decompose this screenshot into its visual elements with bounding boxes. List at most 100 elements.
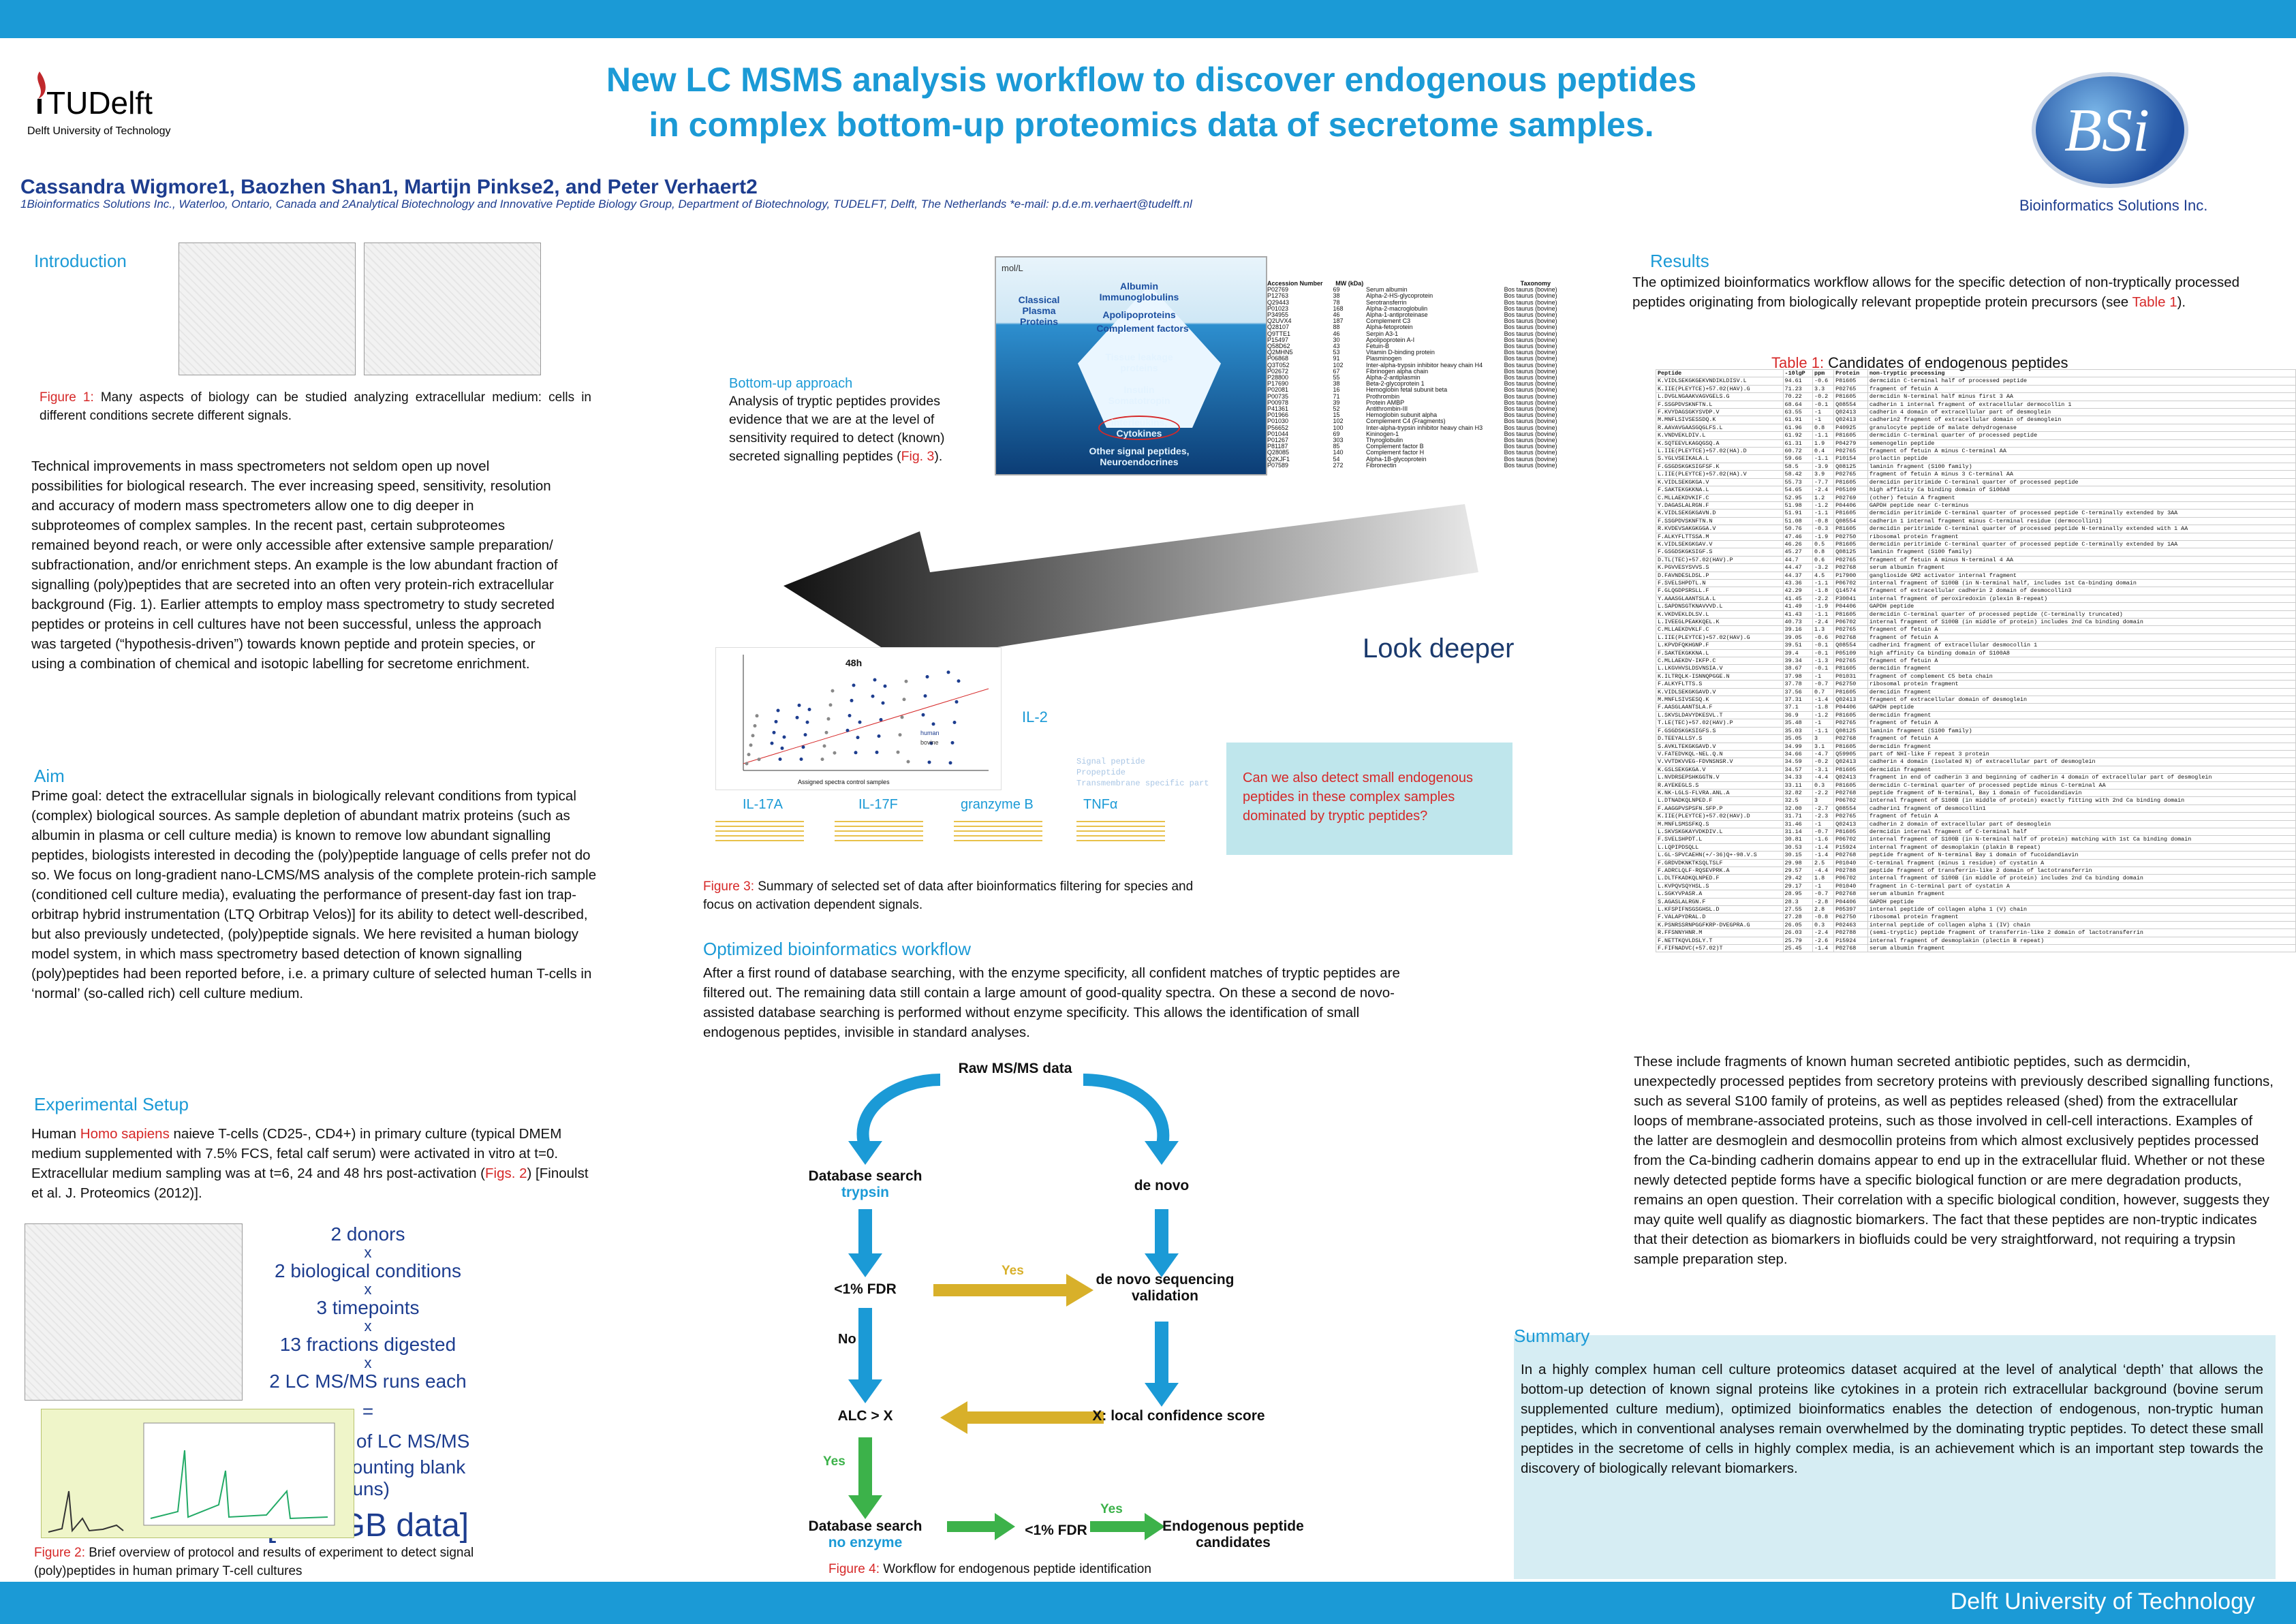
table-cell: -1.1 <box>1812 578 1835 588</box>
protein-cell: 30 <box>1333 336 1340 343</box>
table-cell: P04406 <box>1833 501 1868 510</box>
scatter-point <box>854 751 858 755</box>
table-cell: fragment in end of cadherin 3 and beginn… <box>1867 773 2296 782</box>
table-cell: 0.8 <box>1812 548 1835 557</box>
scatter-point <box>824 730 828 734</box>
table-cell: P02788 <box>1833 928 1868 937</box>
table-cell: P81605 <box>1833 781 1868 790</box>
il17a-coverage <box>715 817 804 845</box>
table-cell: L.DVGLNGAAKVAGVGELS.G <box>1656 392 1784 401</box>
table-cell: P04406 <box>1833 703 1868 712</box>
table-cell: -1.3 <box>1812 657 1835 666</box>
table-cell: P06702 <box>1833 578 1868 588</box>
table-cell: -2.4 <box>1812 486 1835 495</box>
table-cell: 0.7 <box>1812 687 1835 697</box>
title-line-1: New LC MSMS analysis workflow to discove… <box>606 61 1697 99</box>
protein-cell: Bos taurus (bovine) <box>1504 324 1557 331</box>
scatter-point <box>772 730 776 734</box>
table-cell: P02768 <box>1833 890 1868 899</box>
authors: Cassandra Wigmore1, Baozhen Shan1, Marti… <box>20 176 758 198</box>
question-text: Can we also detect small endogenous pept… <box>1243 770 1473 824</box>
summary-heading: Summary <box>1514 1326 1590 1346</box>
table-cell: laminin fragment (S100 family) <box>1867 726 2296 736</box>
table-cell: 55.73 <box>1782 478 1814 487</box>
protein-cell: P02769 <box>1267 286 1289 294</box>
table-cell: F.NETTKQVLDSLY.T <box>1656 936 1784 946</box>
scatter-point <box>799 758 803 761</box>
protein-cell: P06868 <box>1267 355 1289 362</box>
protein-cell: Serotransferrin <box>1366 298 1407 306</box>
table-cell: F.GSGDSKGKSIGF.S <box>1656 548 1784 557</box>
legend-human: human <box>920 730 940 736</box>
table-cell: peptide fragment of N-terminal Bay 1 dom… <box>1867 851 2296 860</box>
table-cell: -1.4 <box>1812 944 1835 953</box>
table-cell: 39.4 <box>1782 649 1814 658</box>
scatter-point <box>929 741 933 745</box>
table-cell: P05109 <box>1833 486 1868 495</box>
tud-subtitle: Delft University of Technology <box>27 125 171 137</box>
bottomup-end: ). <box>934 449 943 464</box>
times-sign: x <box>364 1244 372 1261</box>
bottomup-text: Analysis of tryptic peptides provides ev… <box>729 394 945 464</box>
table-cell: 41.49 <box>1782 602 1814 611</box>
yes-label-2: Yes <box>823 1454 846 1469</box>
table-cell: -1.4 <box>1812 851 1835 860</box>
table-cell: R.AYEKEGLS.S <box>1656 781 1784 790</box>
il17a-label: IL-17A <box>743 797 783 812</box>
protein-cell: P41361 <box>1267 405 1289 413</box>
intro-body: Technical improvements in mass spectrome… <box>31 458 558 672</box>
table-cell: internal fragment of peroxiredoxin (plex… <box>1867 594 2296 604</box>
table-cell: P02769 <box>1833 493 1868 502</box>
table-cell: -2.2 <box>1812 594 1835 604</box>
table-cell: K.IIE(PLEYTCE)+57.02(HAV).G <box>1656 384 1784 394</box>
protein-cell: 69 <box>1333 430 1340 437</box>
table-cell: F.ALKYFLTTSSA.M <box>1656 532 1784 541</box>
table-cell: fragment of fetuin A <box>1867 633 2296 642</box>
protein-cell: 303 <box>1333 437 1344 444</box>
table-cell: Y.AAASGLAANTSLA.L <box>1656 594 1784 604</box>
table-cell: 70.22 <box>1782 392 1814 401</box>
table-cell: P81605 <box>1833 664 1868 673</box>
protein-cell: Protein AMBP <box>1366 399 1405 406</box>
poster-title: New LC MSMS analysis workflow to discove… <box>504 57 1799 147</box>
scatter-point <box>925 675 929 678</box>
node-denovo-validation: de novo sequencing validation <box>1096 1272 1235 1304</box>
table-cell: 44.37 <box>1782 571 1814 580</box>
table-cell: 45.27 <box>1782 548 1814 557</box>
protein-cell: Bos taurus (bovine) <box>1504 461 1557 469</box>
table-cell: 4.5 <box>1812 571 1835 580</box>
scatter-point <box>780 746 784 750</box>
title-line-2: in complex bottom-up proteomics data of … <box>649 106 1654 144</box>
table-cell: -0.7 <box>1812 827 1835 837</box>
table-cell: 94.61 <box>1782 377 1814 386</box>
tud-name: TUDelft <box>46 85 153 121</box>
table-cell: P04406 <box>1833 897 1868 907</box>
table-cell: Q02413 <box>1833 758 1868 766</box>
protein-cell: P02672 <box>1267 367 1289 375</box>
protein-cell: 187 <box>1333 317 1344 325</box>
table-cell: K.VIDLSEKGKGAVD.V <box>1656 687 1784 697</box>
footer-text: Delft University of Technology <box>1950 1589 2255 1614</box>
table-cell: 25.45 <box>1782 944 1814 953</box>
scatter-point <box>778 758 782 762</box>
table-cell: cadherin 1 internal fragment of extracel… <box>1867 400 2296 409</box>
legend-bovine: bovine <box>920 739 939 746</box>
aim-heading: Aim <box>34 766 65 786</box>
table-cell: L.LQPIPDSQLL <box>1656 843 1784 852</box>
scatter-point <box>904 679 908 683</box>
table-cell: 37.56 <box>1782 687 1814 697</box>
col-mw: MW (kDa) <box>1335 280 1364 287</box>
protein-cell: 46 <box>1333 311 1340 319</box>
runs-line: 2 LC MS/MS runs each <box>269 1371 467 1392</box>
